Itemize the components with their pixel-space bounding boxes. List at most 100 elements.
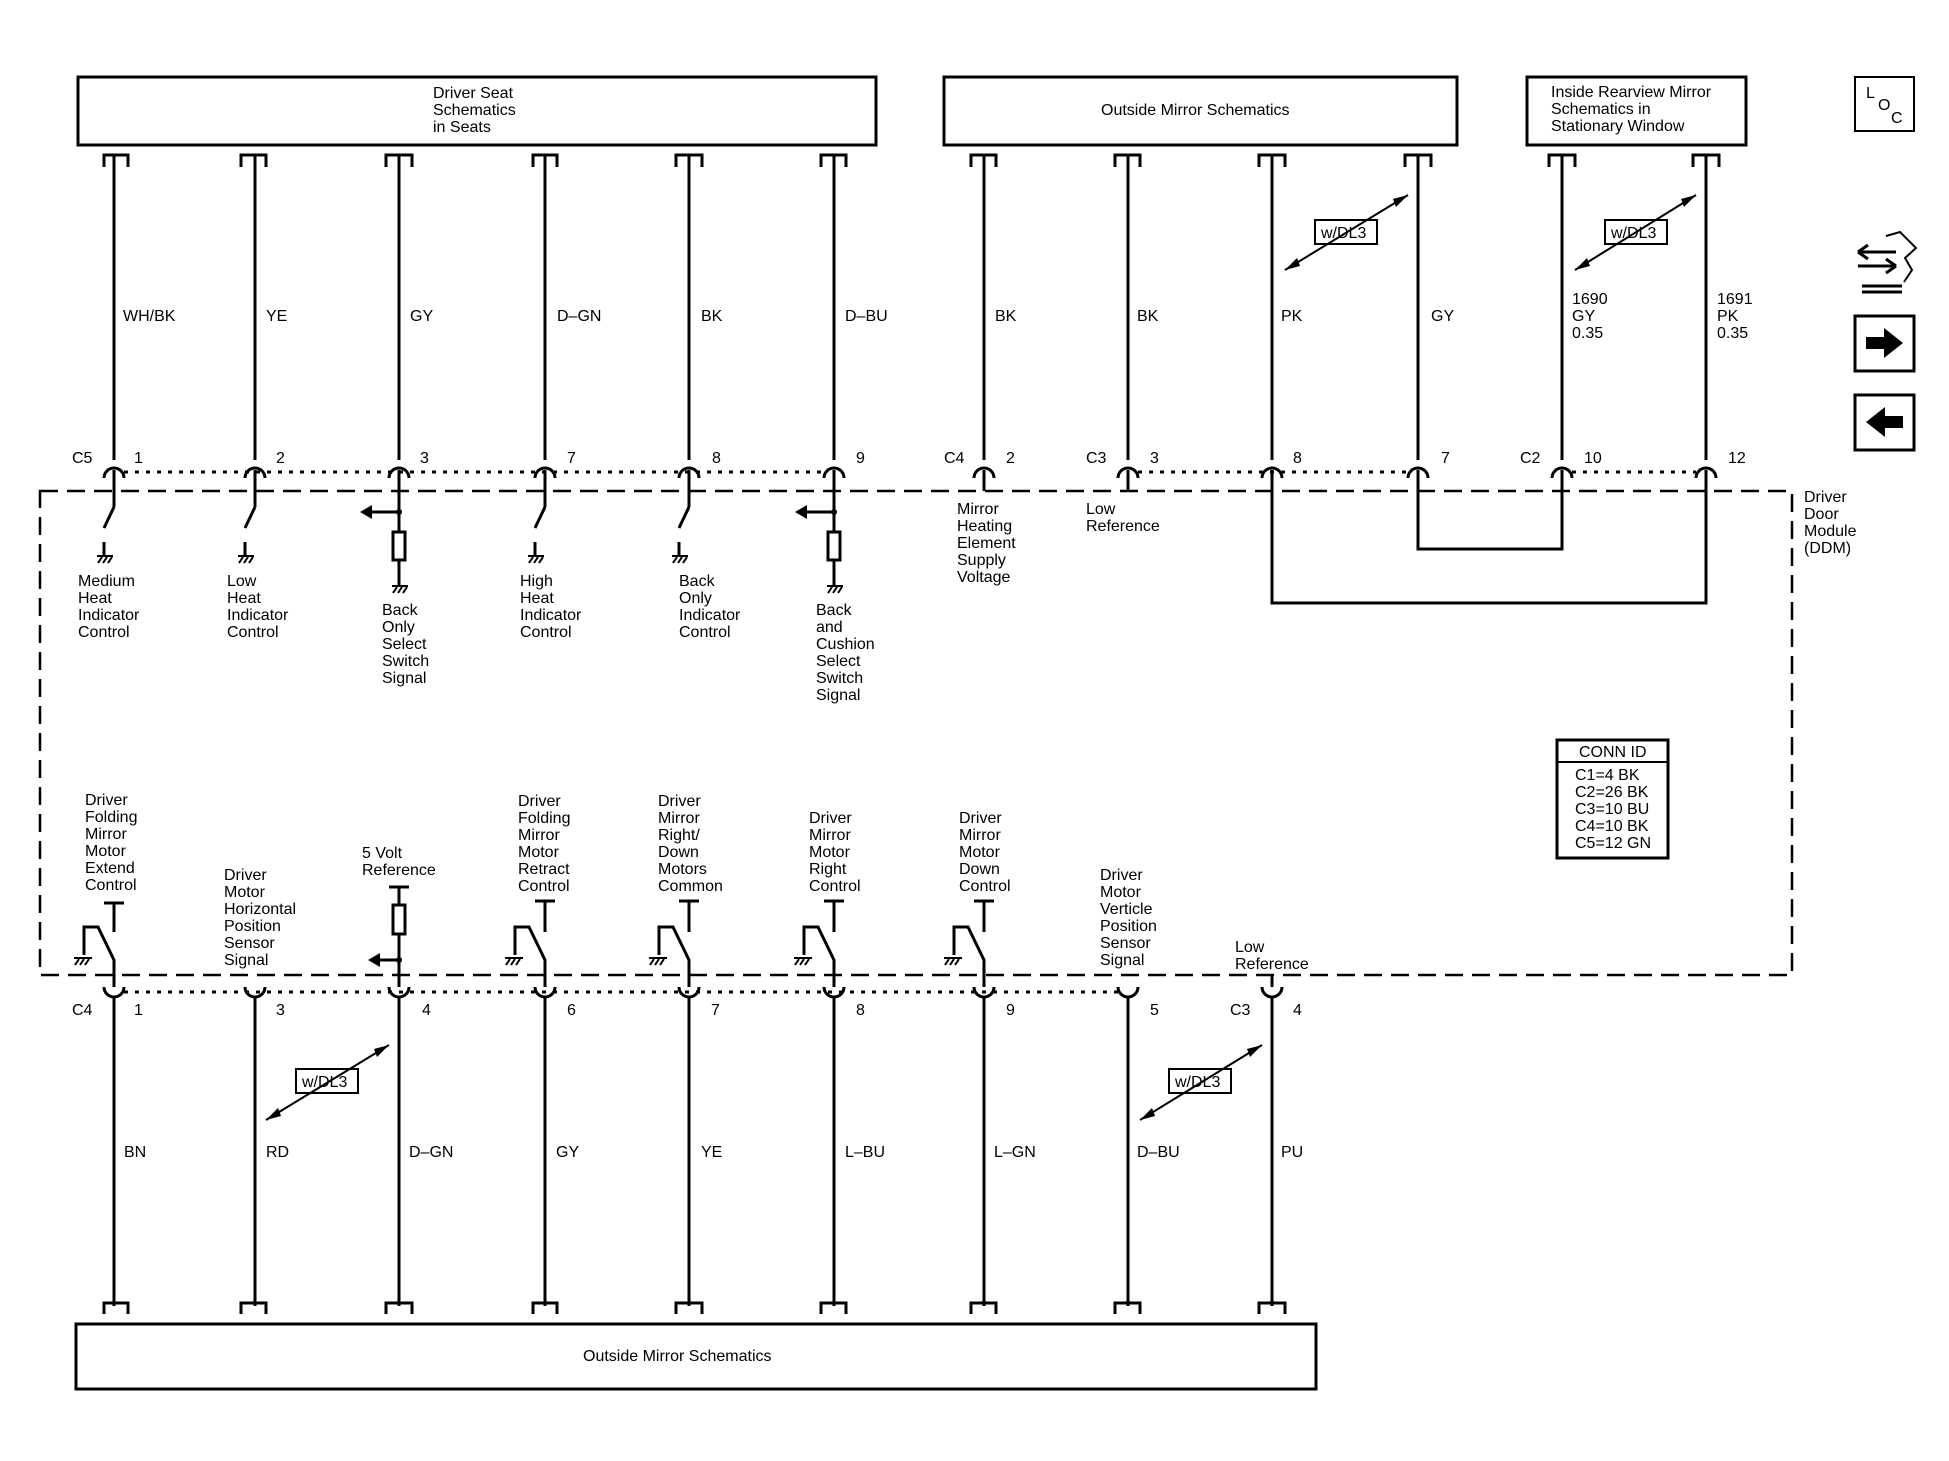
label-line: Mirror bbox=[957, 501, 999, 518]
circuit-label: Driver Motor Verticle Position Sensor Si… bbox=[1100, 867, 1157, 969]
label-line: Driver bbox=[518, 793, 561, 810]
circuit-label: Driver Mirror Right/ Down Motors Common bbox=[658, 793, 723, 895]
wire-color-label: 0.35 bbox=[1717, 325, 1748, 342]
label-line: Driver bbox=[809, 810, 852, 827]
label-line: and bbox=[816, 619, 843, 636]
next-page-arrow-icon[interactable] bbox=[1853, 314, 1916, 373]
bottom-wire: RD 3 bbox=[239, 986, 289, 1314]
label-line: High bbox=[520, 573, 553, 590]
resistor-circuit bbox=[368, 885, 409, 975]
label-line: Back bbox=[382, 602, 419, 619]
circuit-label: Back and Cushion Select Switch Signal bbox=[816, 602, 875, 704]
connector-name: C2 bbox=[1520, 450, 1541, 467]
pin-number: 8 bbox=[856, 1002, 865, 1019]
label-line: Back bbox=[816, 602, 853, 619]
circuit-label: Driver Mirror Motor Right Control bbox=[809, 810, 861, 895]
pin-number: 1 bbox=[134, 450, 143, 467]
connector-swap-icon[interactable] bbox=[1857, 230, 1918, 294]
label-line: Heat bbox=[227, 590, 261, 607]
bottom-wire: L–BU 8 bbox=[819, 975, 885, 1314]
bottom-wire: PU 4 bbox=[1257, 975, 1303, 1314]
label-line: Mirror bbox=[809, 827, 851, 844]
loc-icon-letter: L bbox=[1866, 85, 1875, 102]
option-tag-text: w/DL3 bbox=[1174, 1074, 1220, 1091]
wire-color-label: 0.35 bbox=[1572, 325, 1603, 342]
circuit-label: Mirror Heating Element Supply Voltage bbox=[957, 501, 1016, 586]
label-line: Right bbox=[809, 861, 847, 878]
label-line: Driver bbox=[658, 793, 701, 810]
inside-mirror-box-line: Schematics in bbox=[1551, 101, 1651, 118]
label-line: Control bbox=[518, 878, 570, 895]
pin-number: 4 bbox=[1293, 1002, 1302, 1019]
top-wire: WH/BK 1 bbox=[102, 153, 176, 491]
connector-name: C5 bbox=[72, 450, 93, 467]
label-line: Verticle bbox=[1100, 901, 1153, 918]
loc-icon-letter: O bbox=[1878, 97, 1890, 114]
label-line: Reference bbox=[1086, 518, 1160, 535]
loc-icon[interactable]: L O C bbox=[1854, 76, 1915, 132]
label-line: Reference bbox=[1235, 956, 1309, 973]
label-line: Down bbox=[658, 844, 699, 861]
circuit-label: Low Reference bbox=[1086, 501, 1160, 535]
circuit-label: Low Heat Indicator Control bbox=[227, 573, 289, 641]
top-wire: BK 8 bbox=[674, 153, 723, 491]
wire-color-label: BK bbox=[995, 308, 1017, 325]
pin-number: 7 bbox=[567, 450, 576, 467]
label-line: Motor bbox=[959, 844, 1001, 861]
driver-seat-box: Driver Seat Schematics in Seats bbox=[76, 75, 878, 147]
circuit-label: Driver Folding Mirror Motor Extend Contr… bbox=[85, 792, 137, 894]
pin-number: 6 bbox=[567, 1002, 576, 1019]
motor-switch-circuit bbox=[649, 899, 699, 975]
previous-page-arrow-icon[interactable] bbox=[1853, 393, 1916, 452]
circuit-label: Back Only Indicator Control bbox=[679, 573, 741, 641]
pin-number: 3 bbox=[276, 1002, 285, 1019]
wire-color-label: GY bbox=[556, 1144, 579, 1161]
wire-color-label: D–GN bbox=[557, 308, 601, 325]
label-line: Right/ bbox=[658, 827, 700, 844]
bottom-wire: BN 1 bbox=[102, 975, 146, 1314]
label-line: Driver bbox=[224, 867, 267, 884]
label-line: Motor bbox=[809, 844, 851, 861]
pin-number: 8 bbox=[712, 450, 721, 467]
label-line: Mirror bbox=[85, 826, 127, 843]
label-line: Motor bbox=[224, 884, 266, 901]
top-wire: YE 2 bbox=[239, 153, 287, 491]
pin-number: 8 bbox=[1293, 450, 1302, 467]
label-line: Cushion bbox=[816, 636, 875, 653]
label-line: Indicator bbox=[227, 607, 289, 624]
label-line: Sensor bbox=[1100, 935, 1151, 952]
label-line: Switch bbox=[816, 670, 863, 687]
label-line: Control bbox=[809, 878, 861, 895]
option-tag-text: w/DL3 bbox=[1320, 225, 1366, 242]
outside-mirror-bottom-box-label: Outside Mirror Schematics bbox=[583, 1348, 772, 1365]
switch-circuit bbox=[672, 491, 691, 564]
conn-id-row: C3=10 BU bbox=[1575, 801, 1649, 818]
pin-number: 10 bbox=[1584, 450, 1602, 467]
label-line: Retract bbox=[518, 861, 570, 878]
label-line: Motor bbox=[518, 844, 560, 861]
label-line: Mirror bbox=[518, 827, 560, 844]
label-line: Heat bbox=[520, 590, 554, 607]
motor-switch-circuit bbox=[505, 899, 555, 975]
ddm-label-line: (DDM) bbox=[1804, 540, 1851, 557]
ddm-label-line: Module bbox=[1804, 523, 1857, 540]
connector-name: C3 bbox=[1086, 450, 1107, 467]
bottom-wire: L–GN 9 bbox=[969, 975, 1036, 1314]
bottom-wire-group: BN 1 RD 3 D–GN 4 GY 6 YE 7 bbox=[102, 975, 1303, 1314]
motor-switch-circuit bbox=[794, 899, 844, 975]
conn-id-title: CONN ID bbox=[1579, 744, 1647, 761]
label-line: Control bbox=[85, 877, 137, 894]
top-wire: 1690 GY 0.35 10 bbox=[1547, 153, 1608, 491]
wire-color-label: D–GN bbox=[409, 1144, 453, 1161]
label-line: Control bbox=[227, 624, 279, 641]
label-line: Position bbox=[1100, 918, 1157, 935]
wire-color-label: 1690 bbox=[1572, 291, 1608, 308]
top-wire-group: WH/BK 1 YE 2 GY 3 D–GN 7 BK bbox=[102, 153, 1753, 491]
label-line: Select bbox=[382, 636, 427, 653]
wire-color-label: PU bbox=[1281, 1144, 1303, 1161]
label-line: Position bbox=[224, 918, 281, 935]
label-line: Indicator bbox=[520, 607, 582, 624]
label-line: Mirror bbox=[959, 827, 1001, 844]
label-line: Mirror bbox=[658, 810, 700, 827]
